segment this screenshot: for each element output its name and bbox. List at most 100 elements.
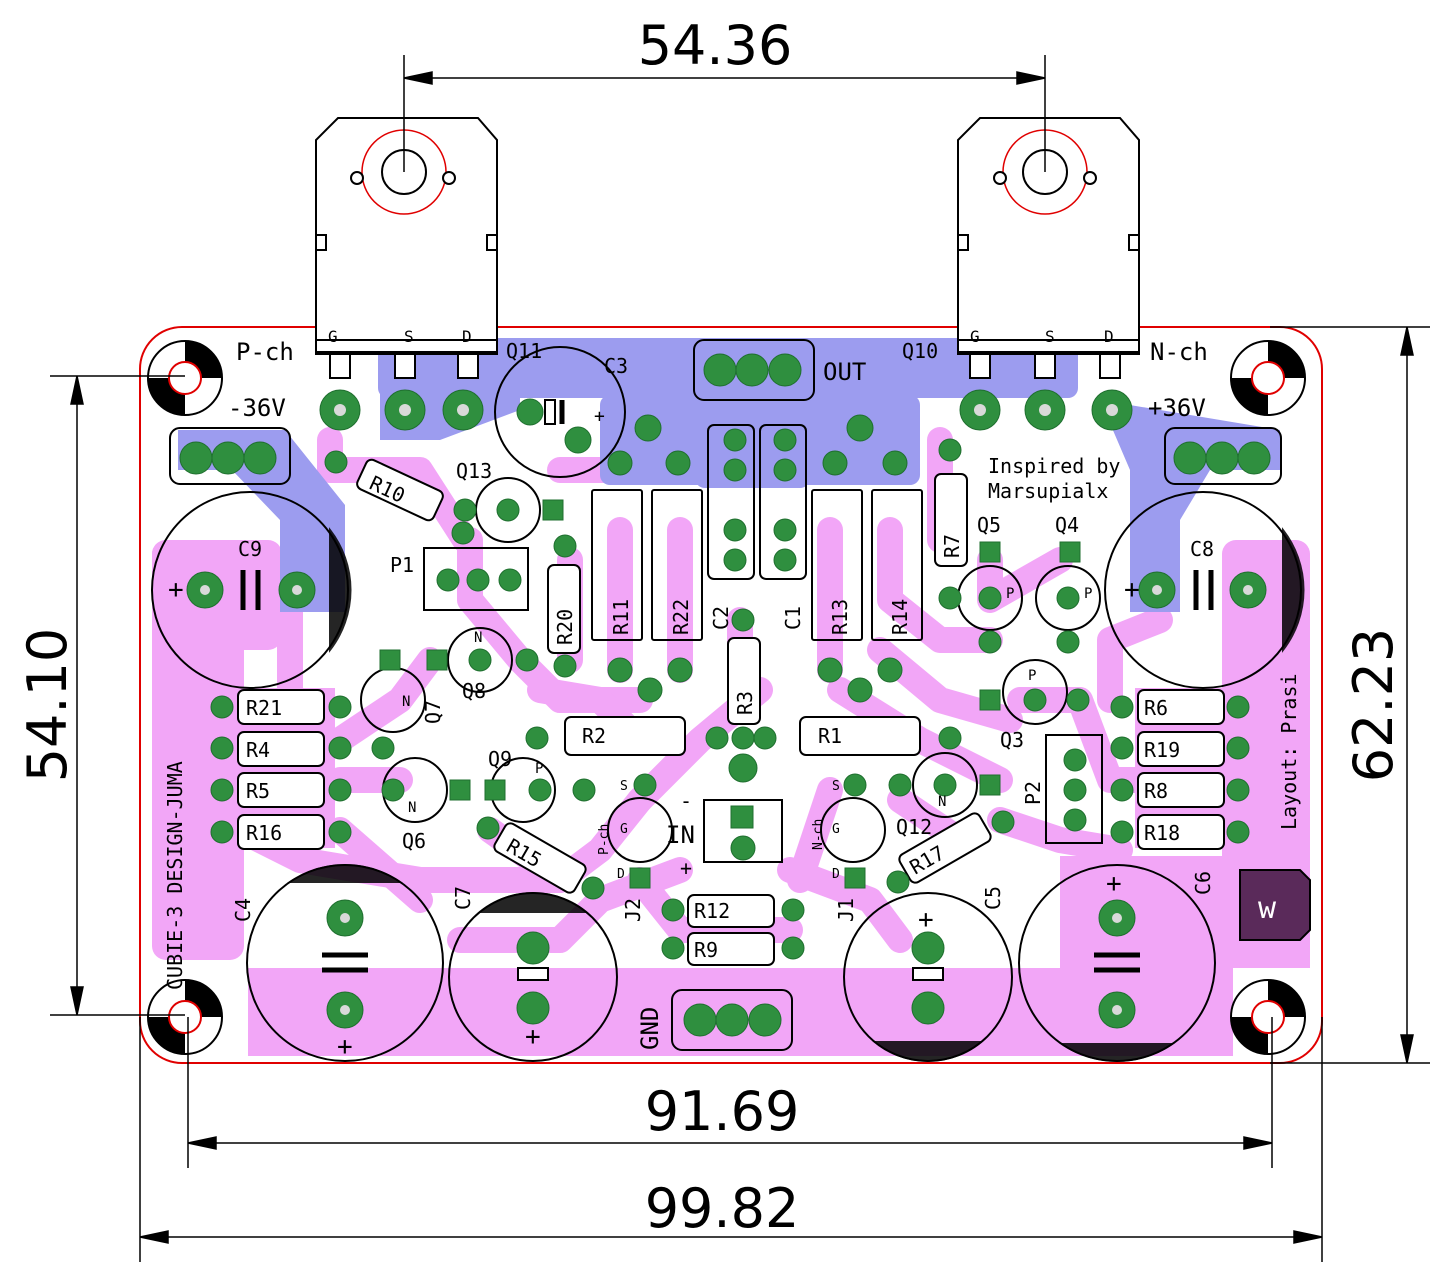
svg-text:D: D xyxy=(1104,327,1114,346)
ref-q5: Q5 xyxy=(977,513,1001,537)
ref-r11: R11 xyxy=(609,599,633,635)
label-neg-rail: -36V xyxy=(228,394,286,422)
ref-c5: C5 xyxy=(981,886,1005,910)
q11-package xyxy=(315,117,498,379)
ref-r1: R1 xyxy=(818,724,842,748)
svg-text:+: + xyxy=(594,406,605,427)
label-design: CUBIE-3 DESIGN-JUMA xyxy=(163,761,187,990)
label-layout: Layout: Prasi xyxy=(1277,673,1301,830)
ref-r2: R2 xyxy=(582,724,606,748)
svg-text:N: N xyxy=(474,630,482,646)
ref-p2: P2 xyxy=(1021,781,1045,805)
ref-r12: R12 xyxy=(694,899,730,923)
ref-c2: C2 xyxy=(709,606,733,630)
svg-text:N: N xyxy=(938,794,946,810)
svg-text:P: P xyxy=(535,761,543,777)
silkscreen-labels: P-ch N-ch -36V +36V OUT GND IN Inspired … xyxy=(163,327,1301,1062)
ref-q9: Q9 xyxy=(488,747,512,771)
label-pos-rail: +36V xyxy=(1148,394,1206,422)
ref-c6: C6 xyxy=(1191,871,1215,895)
ref-r8: R8 xyxy=(1144,779,1168,803)
svg-text:+: + xyxy=(680,856,692,880)
ref-j2: J2 xyxy=(621,898,645,922)
dimension-top: 54.36 xyxy=(638,14,793,77)
dimension-inner-width: 91.69 xyxy=(645,1080,800,1143)
svg-text:S: S xyxy=(404,327,414,346)
svg-text:-: - xyxy=(680,789,692,813)
svg-text:S: S xyxy=(620,779,628,794)
resistor-bodies xyxy=(169,339,1311,1051)
svg-text:D: D xyxy=(462,327,472,346)
svg-text:+: + xyxy=(168,575,184,605)
svg-text:P-ch: P-ch xyxy=(597,824,612,855)
svg-text:P: P xyxy=(1028,668,1036,684)
ref-c1: C1 xyxy=(781,606,805,630)
svg-text:P: P xyxy=(1084,586,1092,602)
svg-text:+: + xyxy=(1106,869,1122,899)
pads xyxy=(179,353,1271,1037)
dimension-right: 62.23 xyxy=(1342,628,1405,783)
svg-text:G: G xyxy=(620,822,628,837)
svg-text:D: D xyxy=(617,867,625,882)
ref-c7: C7 xyxy=(451,886,475,910)
ref-j1: J1 xyxy=(834,898,858,922)
ref-q13: Q13 xyxy=(456,459,492,483)
label-out: OUT xyxy=(823,358,866,386)
q10-package xyxy=(957,117,1140,379)
label-pch: P-ch xyxy=(236,338,294,366)
svg-text:N: N xyxy=(402,694,410,710)
svg-text:+: + xyxy=(525,1022,541,1052)
label-gnd: GND xyxy=(636,1007,664,1050)
ref-q7: Q7 xyxy=(421,700,445,724)
svg-text:+: + xyxy=(337,1032,353,1062)
ref-r13: R13 xyxy=(828,599,852,635)
ref-r22: R22 xyxy=(669,599,693,635)
ref-r20: R20 xyxy=(553,609,577,645)
ref-r3: R3 xyxy=(733,691,757,715)
ref-r18: R18 xyxy=(1144,821,1180,845)
label-in: IN xyxy=(666,821,695,849)
dimension-left: 54.10 xyxy=(16,628,79,783)
capacitor-bodies xyxy=(151,346,1305,1062)
ref-q10: Q10 xyxy=(902,339,938,363)
ref-q6: Q6 xyxy=(402,829,426,853)
svg-text:N: N xyxy=(408,800,416,816)
ref-r5: R5 xyxy=(246,779,270,803)
ref-r16: R16 xyxy=(246,821,282,845)
ref-q8: Q8 xyxy=(462,679,486,703)
svg-text:G: G xyxy=(328,327,338,346)
ref-r4: R4 xyxy=(246,738,270,762)
svg-text:+: + xyxy=(1124,575,1140,605)
ref-c8: C8 xyxy=(1190,537,1214,561)
svg-text:S: S xyxy=(1045,327,1055,346)
ref-c3: C3 xyxy=(604,354,628,378)
ref-q12: Q12 xyxy=(896,815,932,839)
label-nch: N-ch xyxy=(1150,338,1208,366)
ref-q3: Q3 xyxy=(1000,728,1024,752)
ref-q11: Q11 xyxy=(506,339,542,363)
label-inspired-1: Inspired by xyxy=(988,454,1120,478)
svg-text:+: + xyxy=(918,905,934,935)
ref-r6: R6 xyxy=(1144,696,1168,720)
label-logo: w xyxy=(1258,891,1277,926)
label-inspired-2: Marsupialx xyxy=(988,479,1108,503)
ref-c4: C4 xyxy=(231,898,255,922)
ref-r21: R21 xyxy=(246,696,282,720)
ref-r14: R14 xyxy=(888,599,912,635)
svg-text:S: S xyxy=(832,779,840,794)
ref-p1: P1 xyxy=(390,553,414,577)
svg-text:G: G xyxy=(832,822,840,837)
svg-text:D: D xyxy=(832,867,840,882)
dimension-lines xyxy=(50,55,1430,1262)
ref-c9: C9 xyxy=(238,537,262,561)
svg-text:G: G xyxy=(970,327,980,346)
ref-q4: Q4 xyxy=(1055,513,1079,537)
mounting-holes xyxy=(147,340,1306,1055)
svg-text:N-ch: N-ch xyxy=(811,819,826,850)
svg-text:P: P xyxy=(1006,586,1014,602)
ref-r19: R19 xyxy=(1144,738,1180,762)
ref-r7: R7 xyxy=(940,534,964,558)
pad-holes xyxy=(200,404,1253,1015)
ref-r9: R9 xyxy=(694,938,718,962)
